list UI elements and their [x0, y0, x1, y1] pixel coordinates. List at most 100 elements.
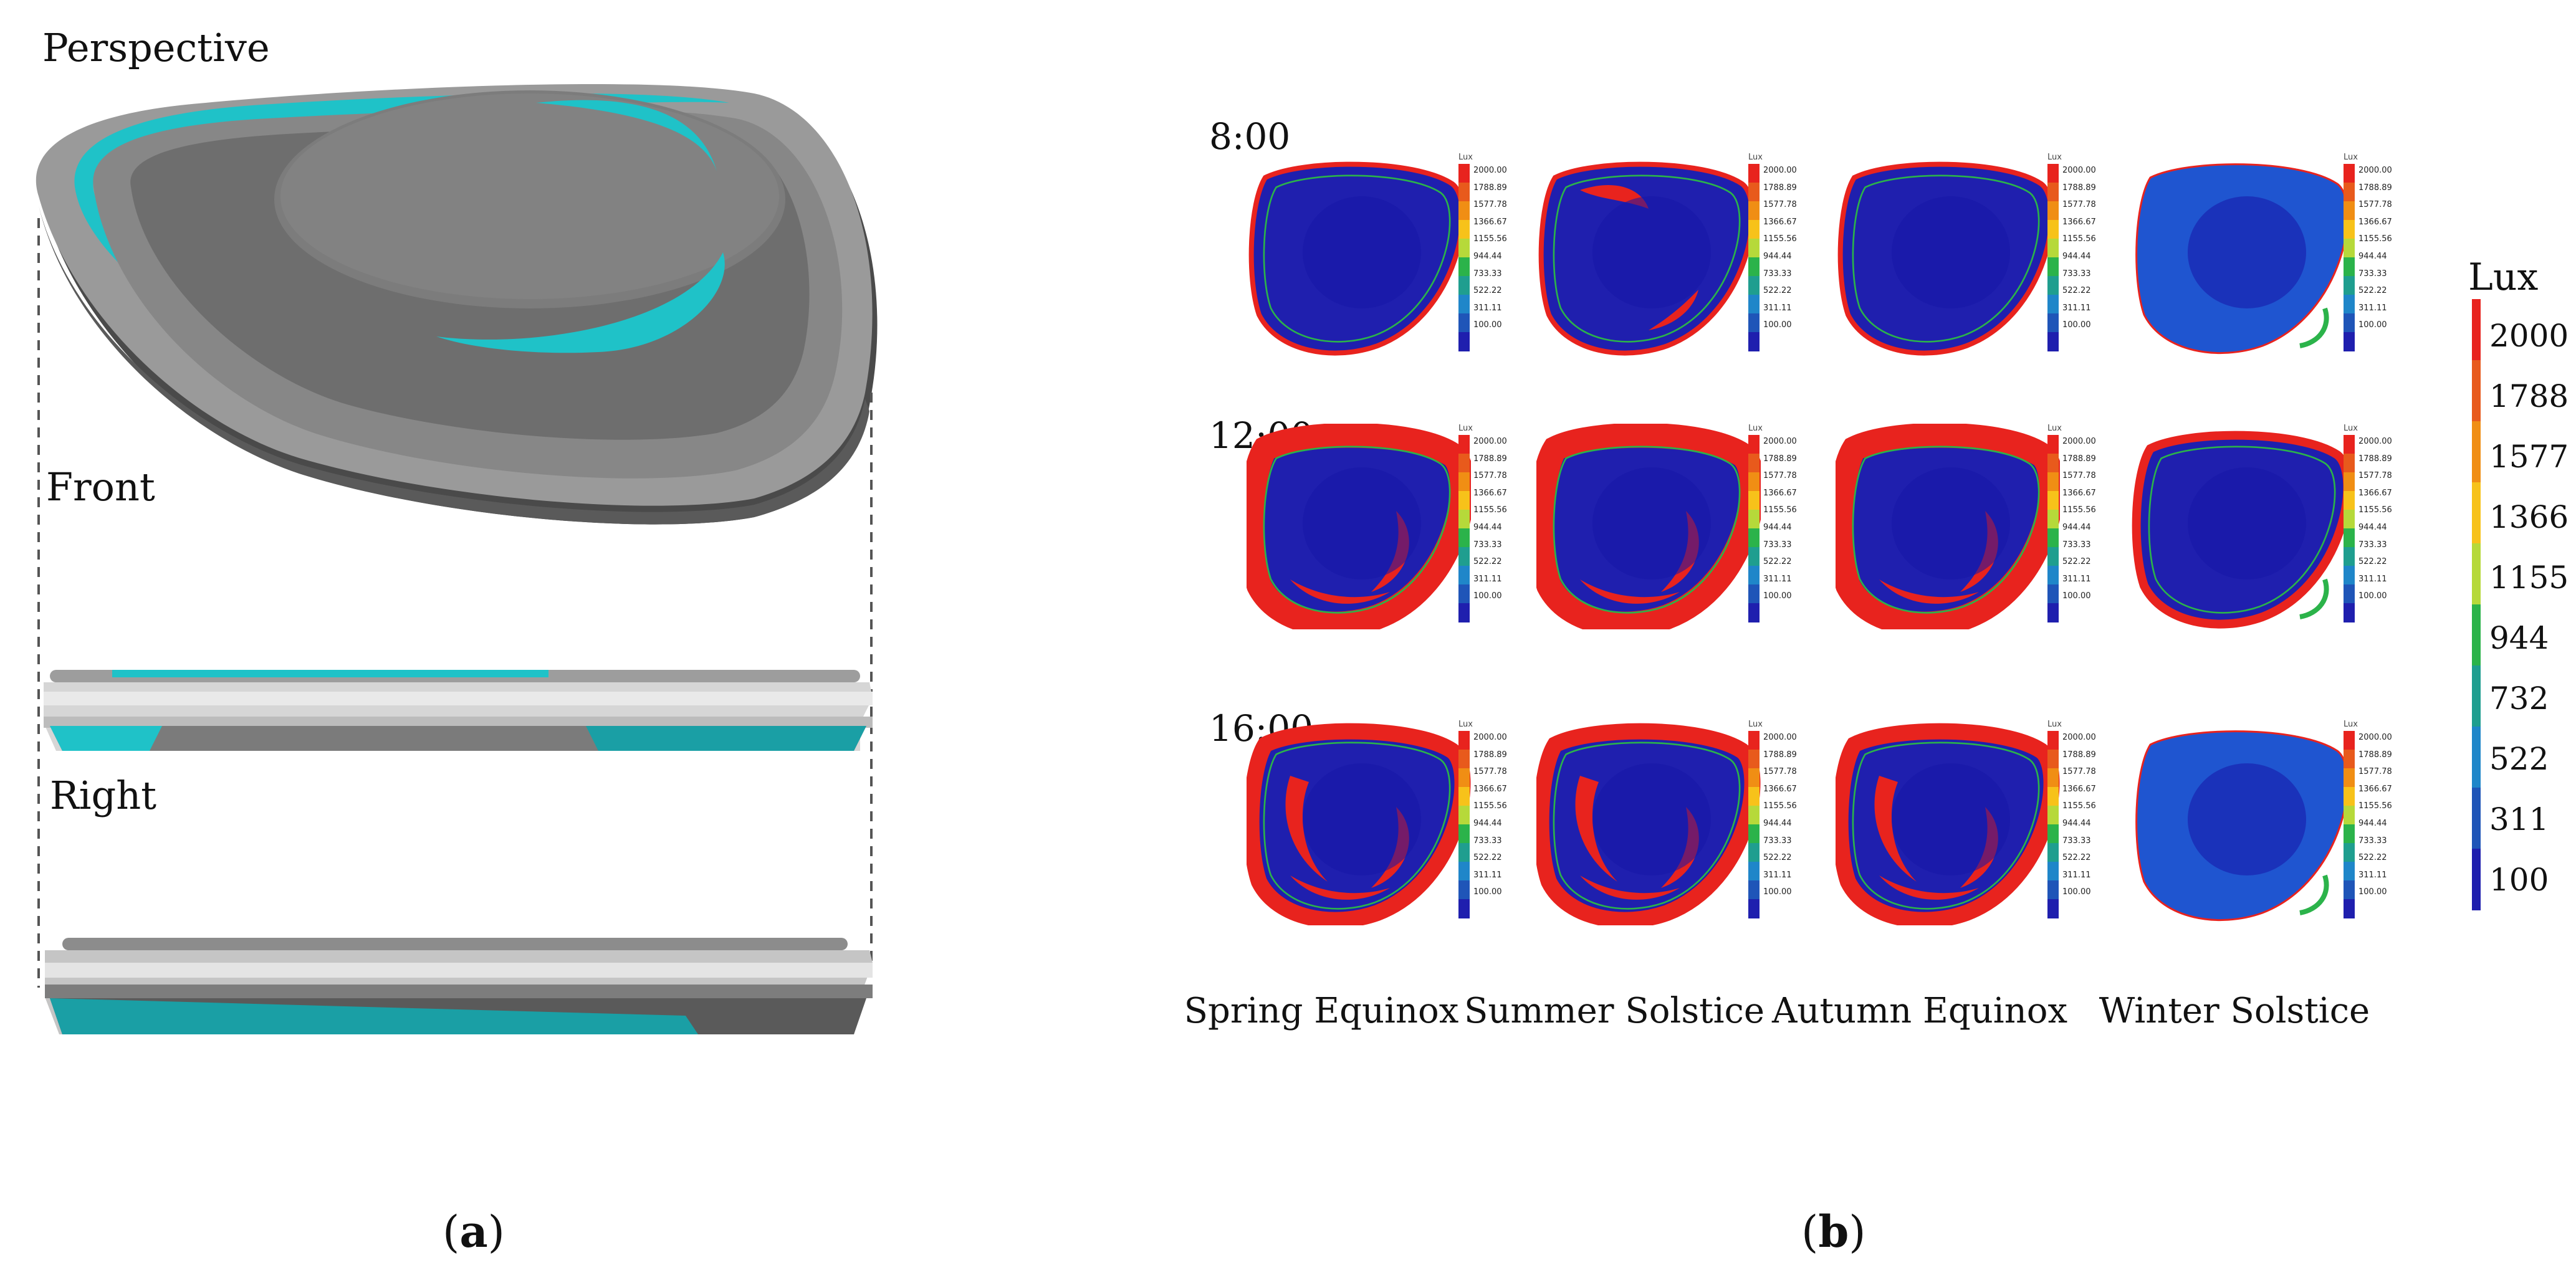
mini-legend-tick: 522.22: [1763, 853, 1792, 863]
mini-legend-colorbar: [2047, 731, 2059, 918]
mini-legend-color-step: [1748, 295, 1760, 314]
lux-legend-color-step: [2472, 788, 2481, 849]
mini-legend-tick: 944.44: [2062, 522, 2091, 532]
season-label-autumn-equinox: Autumn Equinox: [1771, 991, 2068, 1031]
mini-legend-tick: 311.11: [2062, 303, 2091, 313]
mini-legend-color-step: [2344, 220, 2355, 239]
mini-legend-tick: 100.00: [1473, 887, 1502, 897]
mini-legend-tick: 944.44: [1763, 251, 1792, 261]
mini-legend-tick: 2000.00: [2062, 166, 2096, 175]
mini-legend-color-step: [1748, 547, 1760, 566]
mini-legend-color-step: [1458, 768, 1470, 788]
mini-legend-tick: 1366.67: [1473, 488, 1507, 498]
mini-legend-tick: 522.22: [2358, 286, 2387, 296]
mini-legend-color-step: [2047, 528, 2059, 548]
mini-legend-tick: 1788.89: [1763, 454, 1797, 464]
mini-legend-tick: 944.44: [2062, 818, 2091, 828]
mini-legend-tick: 944.44: [2358, 251, 2387, 261]
mini-legend-unit: Lux: [1748, 424, 1763, 433]
mini-legend-tick: 1788.89: [1473, 750, 1507, 760]
mini-legend-color-step: [1458, 295, 1470, 314]
mini-legend-color-step: [2047, 584, 2059, 604]
building-model-drawing: [36, 83, 878, 1034]
mini-legend-tick: 733.33: [2062, 836, 2091, 846]
mini-legend-tick: 311.11: [2062, 574, 2091, 584]
mini-legend-color-step: [1458, 899, 1470, 918]
lux-legend-color-step: [2472, 849, 2481, 910]
mini-legend-color-step: [2047, 787, 2059, 806]
mini-legend-color-step: [2047, 731, 2059, 750]
mini-legend-tick: 311.11: [1763, 574, 1792, 584]
lux-legend-color-step: [2472, 727, 2481, 788]
mini-legend-color-step: [2047, 257, 2059, 277]
mini-legend-tick: 1788.89: [1473, 183, 1507, 193]
mini-legend-color-step: [2344, 731, 2355, 750]
mini-legend-color-step: [2047, 201, 2059, 221]
mini-legend-color-step: [1458, 566, 1470, 585]
mini-legend-tick: 1366.67: [2358, 217, 2392, 227]
mini-legend-tick: 2000.00: [2358, 733, 2392, 742]
mini-legend-color-step: [1458, 750, 1470, 769]
mini-legend-tick: 1788.89: [1763, 750, 1797, 760]
mini-legend-tick: 733.33: [2062, 540, 2091, 550]
mini-legend-tick: 2000.00: [1473, 437, 1507, 446]
mini-legend-color-step: [1458, 843, 1470, 862]
mini-legend-color-step: [2047, 547, 2059, 566]
mini-legend-color-step: [1748, 491, 1760, 510]
lux-legend-tick: 1155: [2489, 560, 2569, 596]
mini-legend-colorbar: [2047, 435, 2059, 622]
mini-legend-tick: 522.22: [1763, 286, 1792, 296]
mini-legend-tick: 311.11: [2062, 870, 2091, 880]
mini-legend-tick: 944.44: [2358, 522, 2387, 532]
mini-legend-color-step: [1458, 824, 1470, 844]
mini-legend-tick: 1155.56: [1763, 505, 1797, 515]
mini-legend-tick: 100.00: [1473, 591, 1502, 601]
lux-legend-tick: 2000: [2489, 318, 2569, 354]
mini-legend-color-step: [2344, 843, 2355, 862]
mini-legend-tick: 1577.78: [2062, 471, 2096, 481]
mini-legend-tick: 944.44: [1763, 818, 1792, 828]
mini-legend-color-step: [2047, 566, 2059, 585]
mini-legend-color-step: [2047, 295, 2059, 314]
mini-legend-color-step: [2047, 843, 2059, 862]
mini-legend-color-step: [2344, 510, 2355, 529]
mini-legend-color-step: [2344, 257, 2355, 277]
mini-legend-color-step: [2344, 603, 2355, 622]
front-view: [44, 670, 873, 751]
mini-legend-color-step: [1748, 183, 1760, 202]
mini-legend-tick: 2000.00: [1473, 733, 1507, 742]
mini-legend-tick: 733.33: [1763, 540, 1792, 550]
mini-legend-color-step: [2344, 435, 2355, 454]
mini-legend-color-step: [1458, 183, 1470, 202]
mini-legend-color-step: [2047, 239, 2059, 258]
mini-legend-color-step: [1458, 787, 1470, 806]
mini-legend-tick: 944.44: [1763, 522, 1792, 532]
mini-legend-colorbar: [2344, 731, 2355, 918]
mini-legend-tick: 1366.67: [1763, 784, 1797, 794]
mini-legend-tick: 733.33: [1473, 836, 1502, 846]
mini-legend-tick: 311.11: [2358, 870, 2387, 880]
lux-legend-tick: 944: [2489, 620, 2549, 656]
perspective-view: [36, 83, 878, 525]
lux-legend-tick: 311: [2489, 801, 2549, 837]
mini-legend-color-step: [1748, 843, 1760, 862]
time-label-0800: 8:00: [1209, 115, 1291, 158]
mini-legend-tick: 2000.00: [2062, 437, 2096, 446]
mini-legend-tick: 100.00: [2358, 320, 2387, 330]
lux-legend-tick: 1788: [2489, 378, 2569, 414]
mini-legend-tick: 522.22: [2358, 557, 2387, 567]
mini-legend-color-step: [2344, 528, 2355, 548]
mini-legend-color-step: [1458, 313, 1470, 333]
mini-legend-tick: 1155.56: [1763, 801, 1797, 811]
mini-legend-color-step: [1748, 862, 1760, 881]
mini-legend-tick: 733.33: [2358, 836, 2387, 846]
